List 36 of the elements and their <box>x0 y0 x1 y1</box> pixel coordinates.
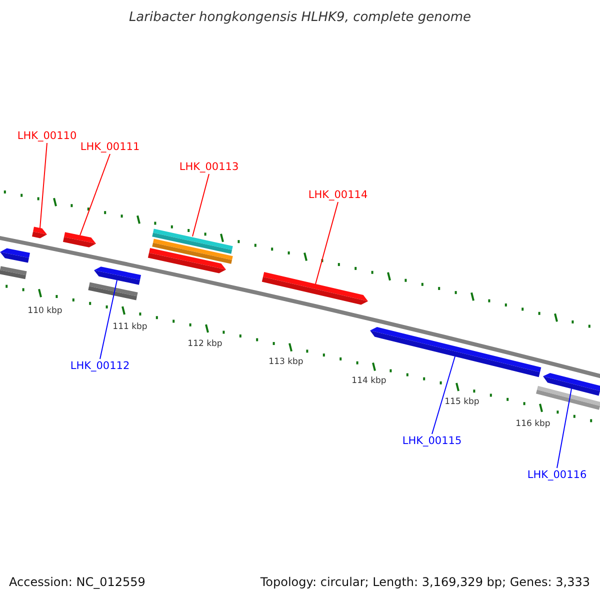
leader-line <box>40 142 48 229</box>
scale-label: 116 kbp <box>516 419 550 429</box>
gene-feature <box>370 327 542 378</box>
gene-label: LHK_00111 <box>80 140 140 154</box>
leader-line <box>432 356 456 434</box>
scale-label: 111 kbp <box>112 322 148 332</box>
leader-line <box>315 202 338 285</box>
gene-label: LHK_00115 <box>402 434 462 448</box>
feature-bar <box>152 238 233 264</box>
scale-label: 112 kbp <box>188 339 222 349</box>
title: Laribacter hongkongensis HLHK9, complete genome <box>128 10 472 25</box>
accession-text: Accession: NC_012559 <box>9 575 146 589</box>
leader-line <box>556 388 572 468</box>
genome-info-text: Topology: circular; Length: 3,169,329 bp; Genes: 3,333 <box>260 575 590 589</box>
gene-feature <box>32 226 47 238</box>
gene-feature <box>0 248 30 263</box>
scale-label: 115 kbp <box>444 397 480 407</box>
scale-label: 110 kbp <box>28 306 62 316</box>
gene-feature <box>262 272 368 305</box>
leader-line <box>100 280 118 360</box>
feature-bar <box>536 386 600 410</box>
gene-feature <box>543 372 600 396</box>
gene-label: LHK_00113 <box>179 160 239 174</box>
feature-bar <box>88 282 138 300</box>
gene-feature <box>148 248 226 274</box>
gene-feature <box>94 266 142 285</box>
feature-bar <box>152 228 233 254</box>
scale-label: 113 kbp <box>268 357 304 367</box>
scale-label: 114 kbp <box>352 376 386 386</box>
leader-line <box>80 154 110 236</box>
feature-bar <box>0 266 27 280</box>
gene-label: LHK_00114 <box>308 188 368 202</box>
gene-label: LHK_00116 <box>527 468 587 482</box>
gene-feature <box>62 232 96 248</box>
gene-label: LHK_00110 <box>17 129 77 143</box>
gene-label: LHK_00112 <box>70 359 130 373</box>
